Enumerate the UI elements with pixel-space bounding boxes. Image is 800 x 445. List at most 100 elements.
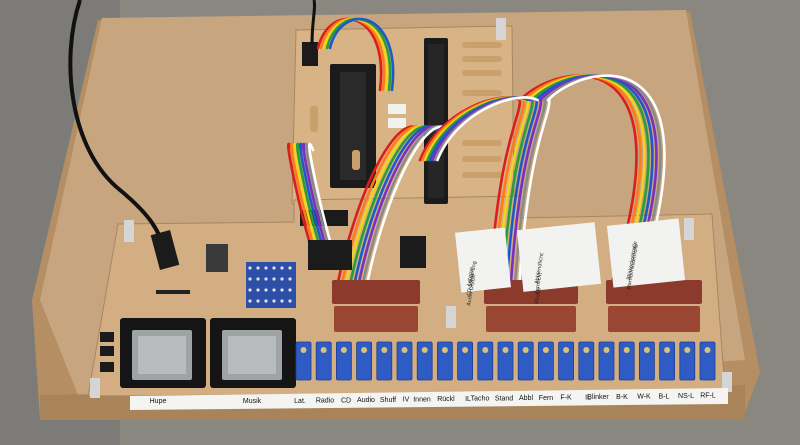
trimmer-screw	[361, 347, 368, 353]
strip-label: IL	[585, 394, 591, 401]
mp3-module-right	[210, 318, 296, 388]
ribbon-wire	[505, 98, 539, 284]
trimmer-screw	[522, 347, 529, 353]
strip-label: CD	[341, 397, 351, 404]
pin	[248, 277, 252, 281]
header-stack-right	[400, 236, 426, 268]
usb-plug	[150, 230, 180, 270]
ribbon-wire	[538, 74, 658, 284]
ribbon-wire	[292, 142, 318, 246]
trimmer	[477, 341, 494, 381]
strip-label: IV	[403, 397, 410, 404]
trimmer-screw	[603, 347, 610, 353]
pin	[264, 288, 268, 292]
strip-label: Audio	[357, 397, 375, 404]
ribbon-wire	[522, 74, 642, 284]
pin	[264, 266, 268, 270]
trimmer	[497, 341, 514, 381]
pin	[256, 299, 260, 303]
trimmer	[457, 341, 474, 381]
trimmer-screw	[623, 347, 630, 353]
ribbon-wires-right	[418, 74, 666, 284]
strip-label: W-K	[637, 394, 651, 401]
strip-label: Shuff	[380, 397, 396, 404]
standoff-3	[684, 218, 694, 240]
trimmer	[618, 341, 635, 381]
strip-label: IL	[465, 396, 471, 403]
red-connector-1	[332, 280, 420, 332]
trimmer	[538, 341, 554, 381]
card-label: Blinker	[534, 285, 543, 304]
trimmer	[699, 341, 716, 381]
ribbon-wire	[328, 17, 395, 92]
card-label: Laterne	[466, 266, 475, 286]
trimmer	[376, 341, 393, 381]
resistor-array	[310, 42, 502, 178]
ribbon-wire	[546, 74, 666, 284]
ic-socket-left	[330, 64, 376, 188]
strip-label: Stand	[495, 395, 513, 402]
ribbon-wire	[304, 142, 330, 246]
standoff-1	[124, 220, 134, 242]
voltage-regulator	[206, 244, 228, 272]
card-label: Abblendlicht	[534, 253, 545, 285]
trimmer-screw	[684, 347, 691, 353]
trimmer	[558, 341, 574, 381]
pin	[256, 266, 260, 270]
pin	[280, 266, 284, 270]
pin	[256, 277, 260, 281]
trimmer-screw	[320, 347, 327, 353]
level-shifter-board	[246, 262, 296, 308]
ic-chip-right	[424, 38, 448, 204]
trimmer	[396, 341, 413, 381]
pin	[288, 266, 292, 270]
pin	[256, 288, 260, 292]
trimmer	[335, 341, 352, 381]
ribbon-wire	[534, 74, 654, 284]
ribbon-wire	[307, 142, 333, 246]
strip-label: B-K	[616, 394, 628, 401]
strip-label: Innen	[413, 396, 431, 403]
white-component-1	[388, 104, 406, 114]
trimmer	[315, 341, 332, 381]
pin	[272, 288, 276, 292]
pin	[280, 288, 284, 292]
pin	[288, 288, 292, 292]
black-wire-top	[310, 0, 317, 45]
pin	[288, 299, 292, 303]
ribbon-wire	[518, 74, 638, 284]
trimmer-screw	[664, 347, 671, 353]
trimmer-screw	[482, 347, 489, 353]
trimmer	[517, 341, 534, 381]
trimmer	[356, 341, 373, 381]
ribbon-wire	[509, 98, 543, 284]
ribbon-wire	[301, 142, 327, 246]
standoff-4	[446, 306, 456, 328]
trimmer-screw	[421, 347, 428, 353]
strip-label: Fern	[539, 395, 554, 402]
ribbon-wire	[501, 98, 534, 284]
strip-label: Musik	[243, 398, 262, 405]
pin	[264, 299, 268, 303]
pin	[280, 277, 284, 281]
strip-label: Radio	[316, 398, 334, 405]
pin	[248, 266, 252, 270]
pin	[264, 277, 268, 281]
trimmer	[639, 341, 655, 381]
trimmer-screw	[563, 347, 570, 353]
trimmer-screw	[462, 347, 469, 353]
trimmer-screw	[704, 347, 711, 353]
card-label: Audio On/Off	[466, 273, 478, 306]
ribbon-wire	[289, 142, 315, 246]
ribbon-wire	[530, 74, 650, 284]
level-shifter-pins	[248, 266, 292, 303]
header-stack-left	[308, 240, 352, 270]
mp3-module-left	[120, 318, 206, 388]
ribbon-wire	[286, 142, 312, 246]
ribbon-wire	[298, 142, 324, 246]
trimmer-screw	[643, 347, 650, 353]
strip-label: Hupe	[150, 398, 167, 405]
trimmer	[578, 341, 595, 381]
